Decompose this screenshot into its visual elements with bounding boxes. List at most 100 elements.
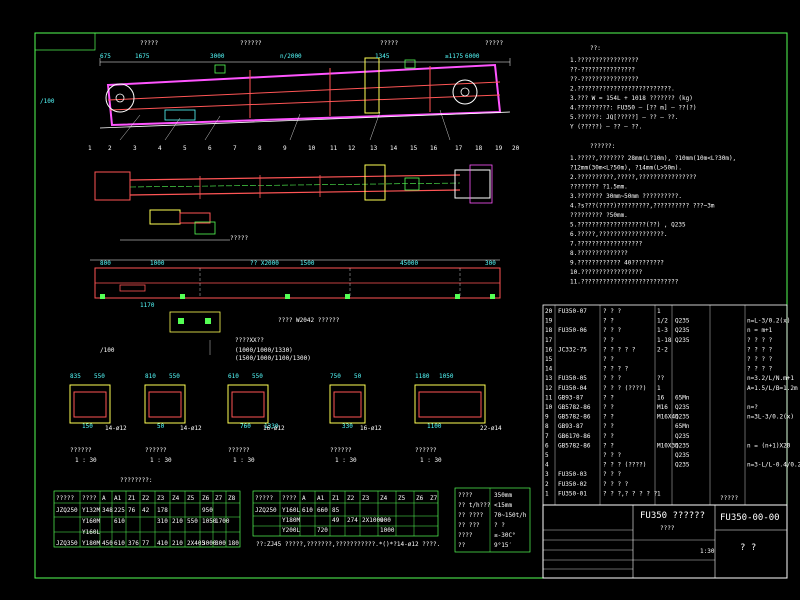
spec2-cell: 720 — [317, 527, 328, 534]
section-dim: 330 — [342, 423, 353, 430]
dim-top: ≥1175 — [445, 53, 463, 60]
spec-header: ????? — [56, 495, 74, 502]
spec2-cell: 900 — [380, 517, 391, 524]
spec-header: Z1 — [128, 495, 136, 502]
spec2-header: A1 — [317, 495, 325, 502]
spec2-cell: 274 — [347, 517, 358, 524]
bom-name: ? ? — [603, 414, 614, 421]
notes-title: ??: — [590, 45, 601, 52]
spec-cell: 178 — [157, 507, 168, 514]
param-value: <15mm — [494, 502, 512, 509]
bom-no: 2 — [545, 481, 549, 488]
dim-left-elev: /100 — [40, 98, 55, 105]
title-sheet: ? ? — [740, 543, 756, 553]
part-number: 9 — [283, 145, 287, 152]
bom-material: Q235 — [675, 327, 690, 334]
corner-box — [34, 32, 96, 51]
bom-no: 16 — [545, 346, 553, 353]
spec-cell: 348 — [102, 507, 113, 514]
part-number: 13 — [370, 145, 378, 152]
section-rebar: 14-ø12 — [180, 425, 202, 432]
spec-header: Z5 — [187, 495, 195, 502]
bom-no: 15 — [545, 356, 553, 363]
part-number: 15 — [410, 145, 418, 152]
note-line: 3.??? W = 154L + 1018 ??????? (kg) — [570, 95, 693, 102]
note-line: ??-??????????????? — [570, 67, 635, 74]
bom-no: 20 — [545, 308, 553, 315]
dim-left-label: /100 — [100, 347, 115, 354]
dim-top: 1345 — [375, 53, 390, 60]
bom-no: 17 — [545, 337, 553, 344]
bom-code: FU350-04 — [558, 385, 587, 392]
section-dim: 550 — [252, 373, 263, 380]
param-value: 70~150t/h — [494, 512, 527, 519]
requirement-line: 4.?s???(????)?????????,?????????? ???~3m — [570, 203, 715, 210]
spec-header: Z2 — [142, 495, 150, 502]
spec2-cell: 660 — [317, 507, 328, 514]
spec-cell: 3000 — [202, 540, 217, 547]
bom-name: ? ? — [603, 404, 614, 411]
bom-name: ? ? ? ? — [603, 481, 629, 488]
part-number: 20 — [512, 145, 520, 152]
plan-view — [94, 164, 493, 241]
requirements-title: ??????: — [590, 143, 615, 150]
bom-material: 65Mn — [675, 423, 690, 430]
spec-cell: 1700 — [215, 518, 230, 525]
spec-cell: 550 — [187, 518, 198, 525]
bom-no: 5 — [545, 452, 549, 459]
bom-name: ? ? ? — [603, 452, 621, 459]
spec2-header: Z6 — [416, 495, 424, 502]
title-company: ????? — [720, 495, 738, 502]
part-number: 12 — [348, 145, 356, 152]
spec2-header: ???? — [282, 495, 297, 502]
requirement-line: 9.???????????? 40????????? — [570, 260, 664, 267]
side-label: ????? — [230, 235, 248, 242]
spec-cell: Y132M — [82, 507, 100, 514]
part-number: 16 — [430, 145, 438, 152]
note-line: 5.??????: JQ[?????] — ?? — ??. — [570, 114, 678, 121]
bom-qty: M16X45 — [657, 414, 679, 421]
top-label: ????? — [485, 40, 503, 47]
bom-material: Q235 — [675, 414, 690, 421]
spec-header: Z7 — [215, 495, 223, 502]
section-dim: 1330 — [264, 423, 279, 430]
bom-note: n=3L-3/0.2(x) — [747, 414, 794, 421]
bom-code: GB5782-86 — [558, 414, 591, 421]
notes-text: 1.????????????????? ??-??????????????? ?… — [570, 57, 736, 286]
spec2-header: Z1 — [332, 495, 340, 502]
part-number: 1 — [88, 145, 92, 152]
part-number: 17 — [455, 145, 463, 152]
bom-no: 1 — [545, 490, 549, 497]
section-label: ?????? — [145, 447, 167, 454]
section-rebar-cage — [73, 391, 107, 418]
section-scale: 1 : 30 — [150, 457, 172, 464]
bom-name: ? ? ? — [603, 471, 621, 478]
bom-note: ? ? ? ? — [747, 346, 773, 353]
param-value: ? ? — [494, 522, 505, 529]
top-label: ?????? — [240, 40, 262, 47]
bom-material: Q235 — [675, 462, 690, 469]
spec2-header: Z3 — [362, 495, 370, 502]
part-number: 4 — [158, 145, 162, 152]
spec-cell: 2X405 — [187, 540, 205, 547]
part-number: 10 — [308, 145, 316, 152]
spec2-header: Z5 — [398, 495, 406, 502]
section-dim: 1050 — [439, 373, 454, 380]
section-outline — [329, 384, 366, 424]
requirement-line: ?12mm(30m<L?50m), ?14mm(L>50m). — [570, 165, 682, 172]
bom-name: ? ? ? — [603, 327, 621, 334]
bom-code: GB93-87 — [558, 423, 584, 430]
section-outline — [69, 384, 111, 424]
bom-qty: 1-3 — [657, 327, 668, 334]
bom-name: ? ? — [603, 394, 614, 401]
spec-cell: 210 — [172, 540, 183, 547]
part-number: 8 — [258, 145, 262, 152]
spec-header: A1 — [114, 495, 122, 502]
dim-top: n/2000 — [280, 53, 302, 60]
param-key: ?? t/h??? — [458, 502, 491, 509]
bom-no: 9 — [545, 414, 549, 421]
section-scale: 1 : 30 — [75, 457, 97, 464]
